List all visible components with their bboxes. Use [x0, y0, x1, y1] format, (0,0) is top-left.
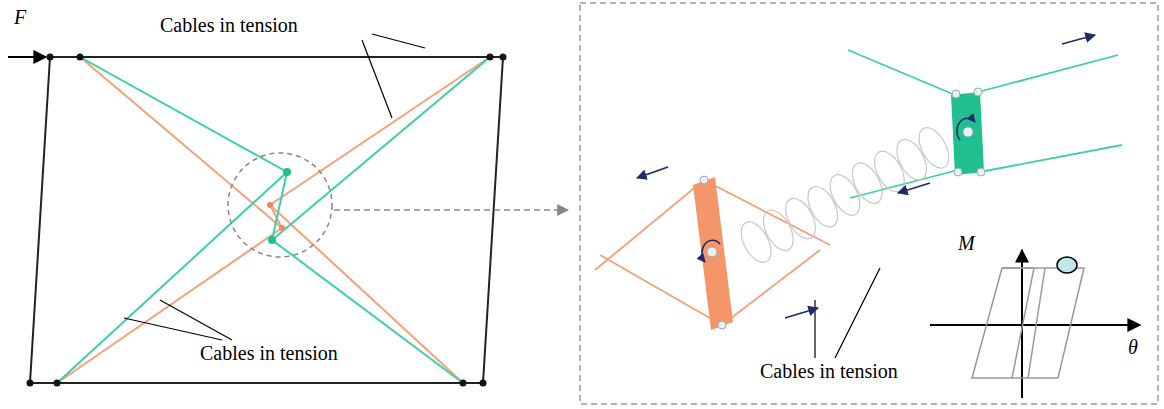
green-cables: [57, 57, 490, 383]
orange-cables: [57, 57, 490, 383]
moment-axis-label: M: [958, 232, 975, 254]
force-label: F: [14, 6, 26, 28]
leader-lines: [124, 34, 880, 358]
orange-bar: [693, 177, 733, 330]
green-bar: [951, 92, 984, 175]
hysteresis-plot: [930, 250, 1140, 398]
green-cables-detail: [848, 50, 1122, 198]
zoom-arrow: [334, 209, 568, 211]
spring: [735, 123, 955, 267]
cable-label: Cables in tension: [200, 342, 338, 364]
cable-label: Cables in tension: [160, 14, 298, 36]
pins: [700, 88, 985, 329]
rotation-axis-label: θ: [1128, 336, 1138, 358]
force-arrow: [8, 56, 46, 58]
joints: [27, 54, 507, 387]
cable-label: Cables in tension: [760, 360, 898, 382]
zoom-panel: [580, 3, 1158, 404]
motion-arrows: [637, 35, 1095, 318]
zoom-circle: [228, 153, 332, 257]
frame: [30, 57, 503, 383]
